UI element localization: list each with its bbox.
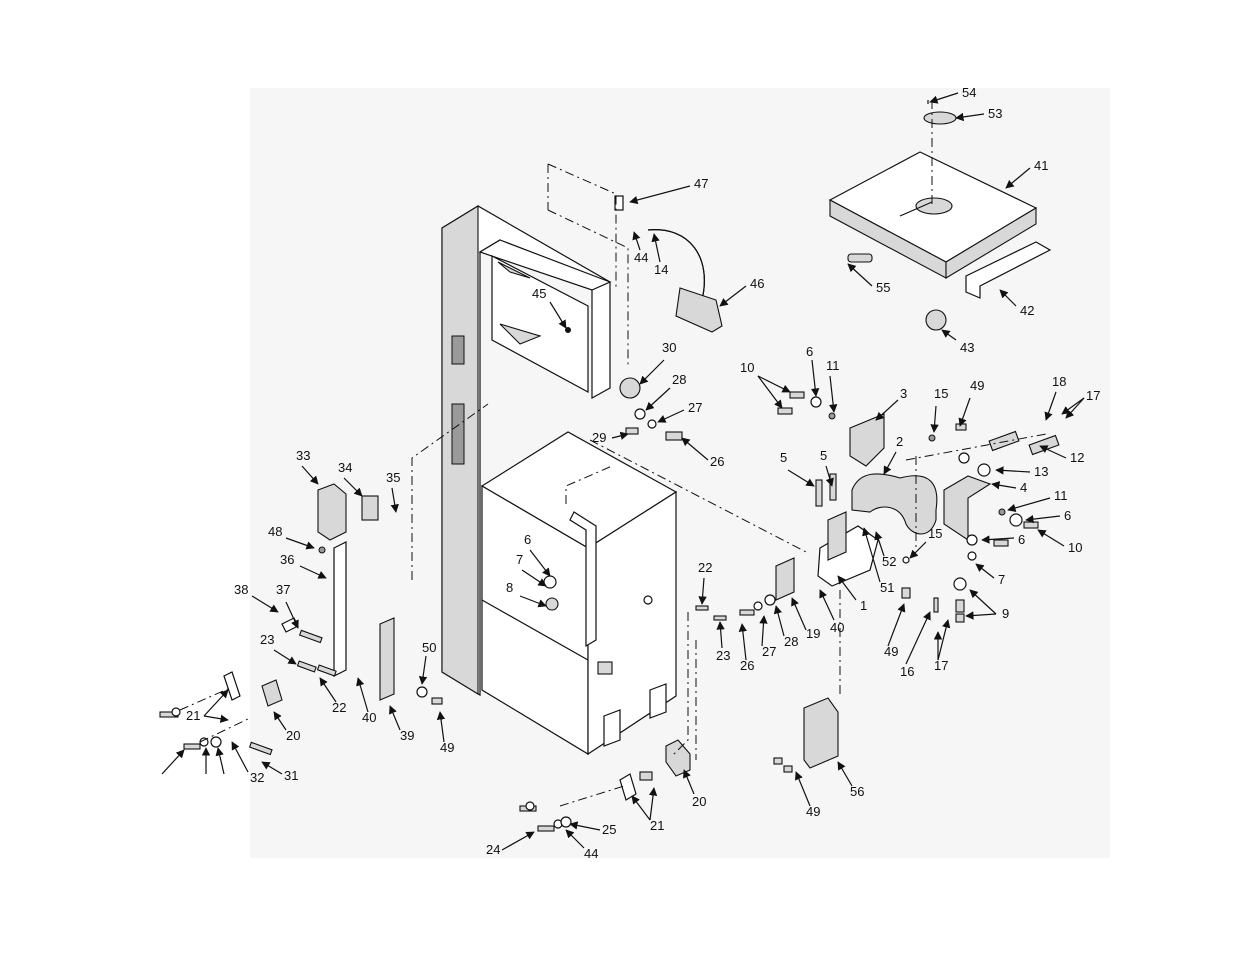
callout-label: 45	[532, 286, 546, 301]
cabinet-vent	[598, 662, 612, 674]
callout-label: 41	[1034, 158, 1048, 173]
washer-28a	[635, 409, 645, 419]
callout-label: 7	[998, 572, 1005, 587]
callout-label: 31	[284, 768, 298, 783]
tension-knob	[620, 378, 640, 398]
callout-label: 44	[634, 250, 648, 265]
callout-label: 38	[234, 582, 248, 597]
table-insert	[924, 112, 956, 124]
callout-label: 14	[654, 262, 668, 277]
frame-slot-2	[452, 404, 464, 464]
callout-label: 49	[884, 644, 898, 659]
callout-label: 20	[286, 728, 300, 743]
callout-label: 47	[694, 176, 708, 191]
callout-label: 4	[1020, 480, 1027, 495]
callout-label: 21	[186, 708, 200, 723]
callout-label: 25	[602, 822, 616, 837]
callout-label: 51	[880, 580, 894, 595]
callout-label: 12	[1070, 450, 1084, 465]
callout-label: 49	[970, 378, 984, 393]
callout-label: 39	[400, 728, 414, 743]
callout-leader-arrow	[232, 742, 248, 772]
callout-label: 15	[934, 386, 948, 401]
callout-label: 10	[740, 360, 754, 375]
callout-label: 11	[1054, 488, 1068, 503]
callout-label: 36	[280, 552, 294, 567]
callout-label: 26	[710, 454, 724, 469]
switch-box	[362, 496, 378, 520]
bolt-5b	[830, 474, 836, 500]
callout-label: 27	[762, 644, 776, 659]
callout-label: 46	[750, 276, 764, 291]
callout-label: 43	[960, 340, 974, 355]
callout-label: 6	[1064, 508, 1071, 523]
callout-label: 17	[1086, 388, 1100, 403]
callout-label: 27	[688, 400, 702, 415]
callout-label: 18	[1052, 374, 1066, 389]
washer-27a	[648, 420, 656, 428]
unlabeled-leader-arrow	[162, 750, 184, 774]
callout-label: 28	[672, 372, 686, 387]
callout-label: 37	[276, 582, 290, 597]
callout-label: 44	[584, 846, 598, 861]
callout-label: 6	[1018, 532, 1025, 547]
callout-label: 7	[516, 552, 523, 567]
callout-label: 9	[1002, 606, 1009, 621]
callout-label: 13	[1034, 464, 1048, 479]
bolt-26a	[666, 432, 682, 440]
callout-label: 29	[592, 430, 606, 445]
callout-21: 21	[186, 690, 228, 723]
callout-label: 5	[780, 450, 787, 465]
callout-label: 40	[830, 620, 844, 635]
callout-label: 32	[250, 770, 264, 785]
callout-label: 50	[422, 640, 436, 655]
table-knob	[926, 310, 946, 330]
bolt-29	[626, 428, 638, 434]
callout-label: 49	[440, 740, 454, 755]
callout-label: 54	[962, 85, 976, 100]
callout-label: 2	[896, 434, 903, 449]
callout-label: 8	[506, 580, 513, 595]
cabinet-hole	[644, 596, 652, 604]
callout-label: 35	[386, 470, 400, 485]
callout-label: 19	[806, 626, 820, 641]
frame-slot-1	[452, 336, 464, 364]
callout-label: 5	[820, 448, 827, 463]
callout-label: 55	[876, 280, 890, 295]
callout-label: 17	[934, 658, 948, 673]
callout-label: 3	[900, 386, 907, 401]
callout-label: 22	[698, 560, 712, 575]
callout-label: 26	[740, 658, 754, 673]
callout-label: 16	[900, 664, 914, 679]
callout-label: 15	[928, 526, 942, 541]
callout-label: 6	[524, 532, 531, 547]
callout-leader-arrow	[204, 716, 228, 720]
callout-label: 33	[296, 448, 310, 463]
callout-label: 49	[806, 804, 820, 819]
callout-label: 20	[692, 794, 706, 809]
callout-label: 10	[1068, 540, 1082, 555]
callout-label: 6	[806, 344, 813, 359]
callout-label: 1	[860, 598, 867, 613]
callout-label: 42	[1020, 303, 1034, 318]
bolt-5a	[816, 480, 822, 506]
unlabeled-leader-arrow	[218, 748, 224, 774]
callout-label: 24	[486, 842, 500, 857]
callout-label: 28	[784, 634, 798, 649]
table-pin	[848, 254, 872, 262]
callout-label: 30	[662, 340, 676, 355]
callout-label: 52	[882, 554, 896, 569]
callout-label: 11	[826, 358, 840, 373]
callout-label: 22	[332, 700, 346, 715]
callout-label: 21	[650, 818, 664, 833]
callout-label: 23	[260, 632, 274, 647]
callout-label: 23	[716, 648, 730, 663]
callout-label: 40	[362, 710, 376, 725]
callout-label: 56	[850, 784, 864, 799]
callout-label: 34	[338, 460, 352, 475]
washer-13	[978, 464, 990, 476]
callout-label: 53	[988, 106, 1002, 121]
callout-label: 48	[268, 524, 282, 539]
